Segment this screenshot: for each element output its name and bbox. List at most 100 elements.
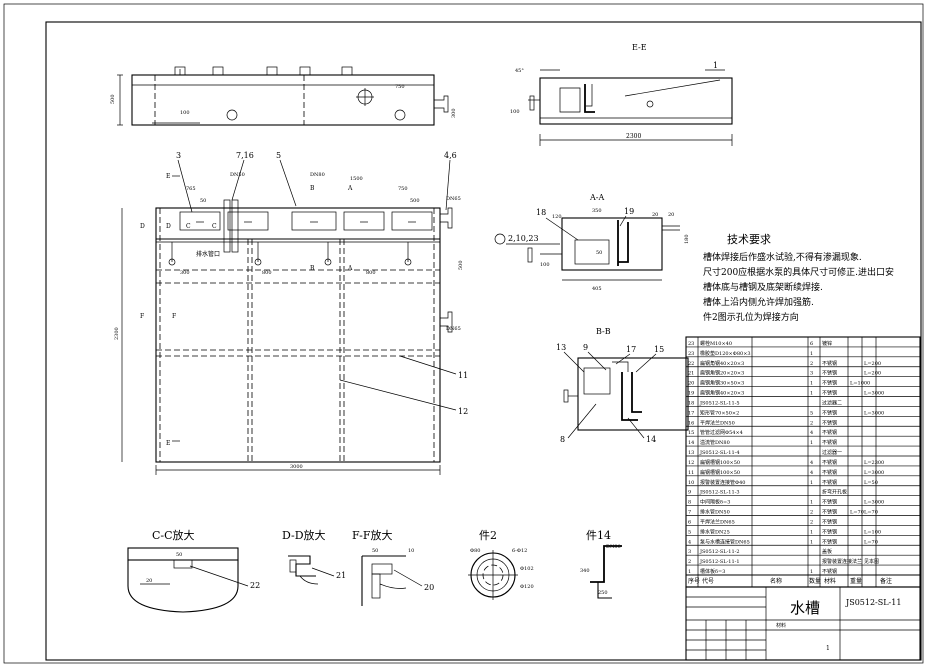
callout-19: 19 <box>624 207 634 216</box>
callout-18: 18 <box>536 208 546 217</box>
section-aa-view: A-A 405 350 120 100 50 20 20 180 18 19 2… <box>494 193 690 292</box>
bom-cell: L=50 <box>864 480 878 486</box>
bom-cell: 6 <box>688 519 691 525</box>
bom-cell: JS0512-SL-11-1 <box>699 559 740 565</box>
bom-cell: 2 <box>688 559 691 565</box>
bom-header-name: 名称 <box>770 577 782 585</box>
svg-text:D: D <box>140 223 145 230</box>
ee-title: E-E <box>632 43 647 52</box>
requirements-title: 技术要求 <box>727 233 771 246</box>
bom-cell: 4 <box>810 470 813 476</box>
svg-text:DN65: DN65 <box>446 196 461 202</box>
detail-part2-view: 件2 Φ80 6-Φ12 Φ102 Φ120 <box>468 529 534 600</box>
bom-cell: 不锈钢 <box>822 459 837 466</box>
bom-cell: 不锈钢 <box>822 429 837 436</box>
requirement-line-1: 槽体焊接后作盛水试验,不得有渗漏现象. <box>703 251 862 263</box>
bom-header-code: 代号 <box>702 577 714 585</box>
bom-cell: 报警装置连接法兰 <box>822 558 862 565</box>
plan-view: 3000 2300 排水管口 1500 750 500 300 800 800 … <box>114 172 464 475</box>
callout-21: 21 <box>336 571 346 580</box>
bom-cell: 泵与水槽连接管DN65 <box>700 538 750 545</box>
bom-cell: 见本图 <box>864 558 879 565</box>
bom-cell: 1 <box>810 569 813 575</box>
callout-20: 20 <box>424 583 434 592</box>
svg-text:C: C <box>212 223 217 230</box>
svg-text:100: 100 <box>180 110 190 116</box>
bom-cell: 扁钢槽钢100×50 <box>700 469 740 476</box>
part14-title: 件14 <box>586 529 611 542</box>
bom-cell: 1 <box>810 539 813 545</box>
bom-cell: 不锈钢 <box>822 380 837 387</box>
bom-cell: 扁钢角钢30×50×3 <box>700 380 744 387</box>
svg-text:100: 100 <box>540 262 550 268</box>
bom-cell: 8 <box>688 500 691 506</box>
bom-cell: 18 <box>688 400 694 406</box>
bom-cell: 1 <box>688 569 691 575</box>
bom-cell: 镀锌 <box>822 340 832 347</box>
svg-text:F: F <box>140 313 144 320</box>
bom-cell: 17 <box>688 410 694 416</box>
bom-cell: JS0512-SL-11-4 <box>699 450 740 456</box>
callout-4-6: 4,6 <box>444 151 457 160</box>
svg-text:F: F <box>172 313 176 320</box>
bom-cell: 4 <box>810 430 813 436</box>
part2-title: 件2 <box>479 529 497 542</box>
callout-3: 3 <box>176 151 181 160</box>
bom-cell: 盖板 <box>822 548 832 555</box>
bom-cell: 不锈钢 <box>822 509 837 516</box>
svg-text:10: 10 <box>408 548 414 554</box>
material-label: 材料 <box>776 622 786 629</box>
bom-cell: 11 <box>688 470 694 476</box>
bom-cell: L=200 <box>864 371 881 377</box>
svg-text:750: 750 <box>395 84 405 90</box>
svg-text:250: 250 <box>598 590 608 596</box>
requirement-line-4: 槽体上沿内侧允许焊加强筋. <box>703 296 814 308</box>
bom-cell: 不锈钢 <box>822 528 837 535</box>
bom-cell: 1 <box>810 440 813 446</box>
callout-7-16: 7,16 <box>236 151 254 160</box>
bom-cell: 不锈钢 <box>822 409 837 416</box>
svg-text:DN80: DN80 <box>606 544 621 550</box>
svg-text:20: 20 <box>146 578 152 584</box>
svg-text:45°: 45° <box>515 68 524 74</box>
requirement-line-5: 件2图示孔位为焊接方向 <box>703 311 799 323</box>
detail-part14-view: 件14 DN80 340 250 <box>580 529 622 599</box>
svg-text:Φ120: Φ120 <box>520 584 534 590</box>
bom-header-note: 备注 <box>880 577 892 585</box>
bom-cell: 扁钢角钢40×20×3 <box>700 390 744 397</box>
bom-cell: 矩形管70×50×2 <box>700 409 739 416</box>
callout-5: 5 <box>276 151 281 160</box>
bom-cell: 3 <box>688 549 691 555</box>
bom-cell: 扁钢角钢40×20×3 <box>700 360 744 367</box>
svg-text:20: 20 <box>652 212 658 218</box>
callout-15: 15 <box>654 345 664 354</box>
top-elevation-view: 500 100 750 300 <box>110 66 457 126</box>
drain-label: 排水管口 <box>196 250 220 258</box>
bom-cell: 13 <box>688 450 694 456</box>
svg-text:800: 800 <box>366 270 376 276</box>
bom-cell: 不锈钢 <box>822 518 837 525</box>
svg-text:Φ102: Φ102 <box>520 566 534 572</box>
dd-title: D-D放大 <box>282 528 326 542</box>
svg-text:180: 180 <box>684 234 690 244</box>
bom-cell: 1 <box>810 480 813 486</box>
bom-header-weight: 重量 <box>850 577 862 585</box>
bom-cell: JS0512-SL-11-2 <box>699 549 740 555</box>
bom-cell: 过滤器一 <box>822 449 842 456</box>
bom-cell: 中间隔板δ=3 <box>700 499 730 506</box>
outer-border <box>3 3 924 664</box>
bom-cell: 1 <box>810 391 813 397</box>
bom-cell: 不锈钢 <box>822 538 837 545</box>
bom-cell: 槽体板δ=3 <box>700 568 725 575</box>
bom-cell: 扁钢槽钢100×50 <box>700 459 740 466</box>
bom-cell: 溢流管DN80 <box>700 439 730 446</box>
bom-cell: 不锈钢 <box>822 469 837 476</box>
bom-cell: 不锈钢 <box>822 419 837 426</box>
svg-text:DN50: DN50 <box>230 172 245 178</box>
bom-cell: L=3000 <box>864 410 884 416</box>
bom-cell: 7 <box>688 510 691 516</box>
bom-cell: L=200 <box>864 361 881 367</box>
bom-cell: 19 <box>688 391 694 397</box>
